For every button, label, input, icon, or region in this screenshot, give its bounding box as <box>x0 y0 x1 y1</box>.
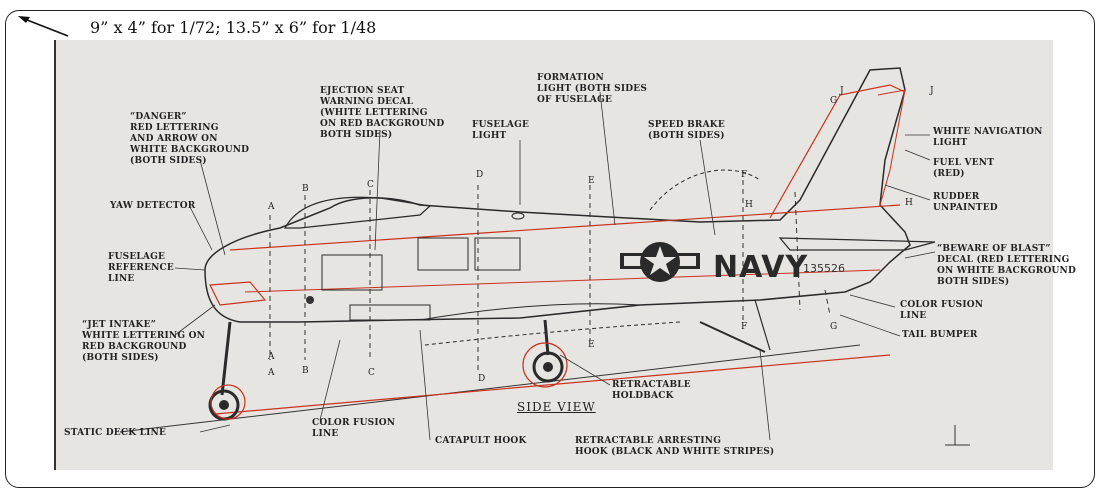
label-static-deck-line: STATIC DECK LINE <box>64 428 167 438</box>
section-letter-g-top: G <box>830 96 838 106</box>
section-letter-g-bottom: G <box>830 322 838 332</box>
label-beware-of-blast: “BEWARE OF BLAST” DECAL (RED LETTERING O… <box>937 244 1076 287</box>
label-danger: “DANGER” RED LETTERING AND ARROW ON WHIT… <box>130 112 250 166</box>
section-letter-f-bottom: F <box>741 322 748 332</box>
section-letter-a-bottom-2: A <box>268 368 275 378</box>
label-retractable-arresting-hook: RETRACTABLE ARRESTING HOOK (BLACK AND WH… <box>575 436 775 457</box>
label-fuselage-reference-line: FUSELAGE REFERENCE LINE <box>108 252 174 284</box>
label-white-navigation-light: WHITE NAVIGATION LIGHT <box>933 127 1043 148</box>
canopy <box>283 196 432 229</box>
section-letter-a-top: A <box>268 202 275 212</box>
label-color-fusion-line-bottom: COLOR FUSION LINE <box>312 418 396 439</box>
section-letter-f-top: F <box>741 170 748 180</box>
section-letter-b-top: B <box>302 184 309 194</box>
section-letter-e-bottom: E <box>588 340 595 350</box>
scale-note: 9” x 4” for 1/72; 13.5” x 6” for 1/48 <box>90 18 377 37</box>
fuselage-outline <box>204 67 911 323</box>
label-tail-bumper: TAIL BUMPER <box>902 330 978 340</box>
section-letter-h-top: H <box>745 200 753 210</box>
section-letter-j-right: J <box>930 86 934 96</box>
section-letter-b-bottom: B <box>302 366 309 376</box>
navy-marking: NAVY <box>713 250 809 285</box>
label-yaw-detector: YAW DETECTOR <box>110 201 196 211</box>
label-speed-brake: SPEED BRAKE (BOTH SIDES) <box>648 120 725 141</box>
rounded-frame <box>5 10 1095 488</box>
main-wheel <box>532 351 564 383</box>
section-letter-d-top: D <box>476 170 484 180</box>
label-catapult-hook: CATAPULT HOOK <box>435 436 527 446</box>
label-fuel-vent: FUEL VENT (RED) <box>933 158 995 179</box>
section-letter-d-bottom: D <box>478 374 486 384</box>
section-letter-c-top: C <box>367 180 374 190</box>
label-ejection-seat: EJECTION SEAT WARNING DECAL (WHITE LETTE… <box>320 86 445 140</box>
serial-number: 135526 <box>803 262 845 275</box>
label-jet-intake: “JET INTAKE” WHITE LETTERING ON RED BACK… <box>82 320 206 363</box>
section-letter-c-bottom: C <box>368 368 375 378</box>
label-fuselage-light: FUSELAGE LIGHT <box>472 120 530 141</box>
section-letter-e-top: E <box>588 176 595 186</box>
section-letter-a-bottom: A <box>268 352 275 362</box>
scan-paper <box>55 40 1053 470</box>
header: 9” x 4” for 1/72; 13.5” x 6” for 1/48 <box>0 0 1105 40</box>
star-insignia <box>620 242 700 282</box>
side-view-title: SIDE VIEW <box>517 400 596 414</box>
label-retractable-holdback: RETRACTABLE HOLDBACK <box>612 380 691 401</box>
label-rudder-unpainted: RUDDER UNPAINTED <box>933 192 998 213</box>
label-color-fusion-line-right: COLOR FUSION LINE <box>900 300 984 321</box>
label-formation-light: FORMATION LIGHT (BOTH SIDES OF FUSELAGE <box>537 73 648 105</box>
arrow-icon <box>18 16 69 37</box>
section-letter-h-right: H <box>905 198 913 208</box>
section-letter-j-top: J <box>840 86 844 96</box>
